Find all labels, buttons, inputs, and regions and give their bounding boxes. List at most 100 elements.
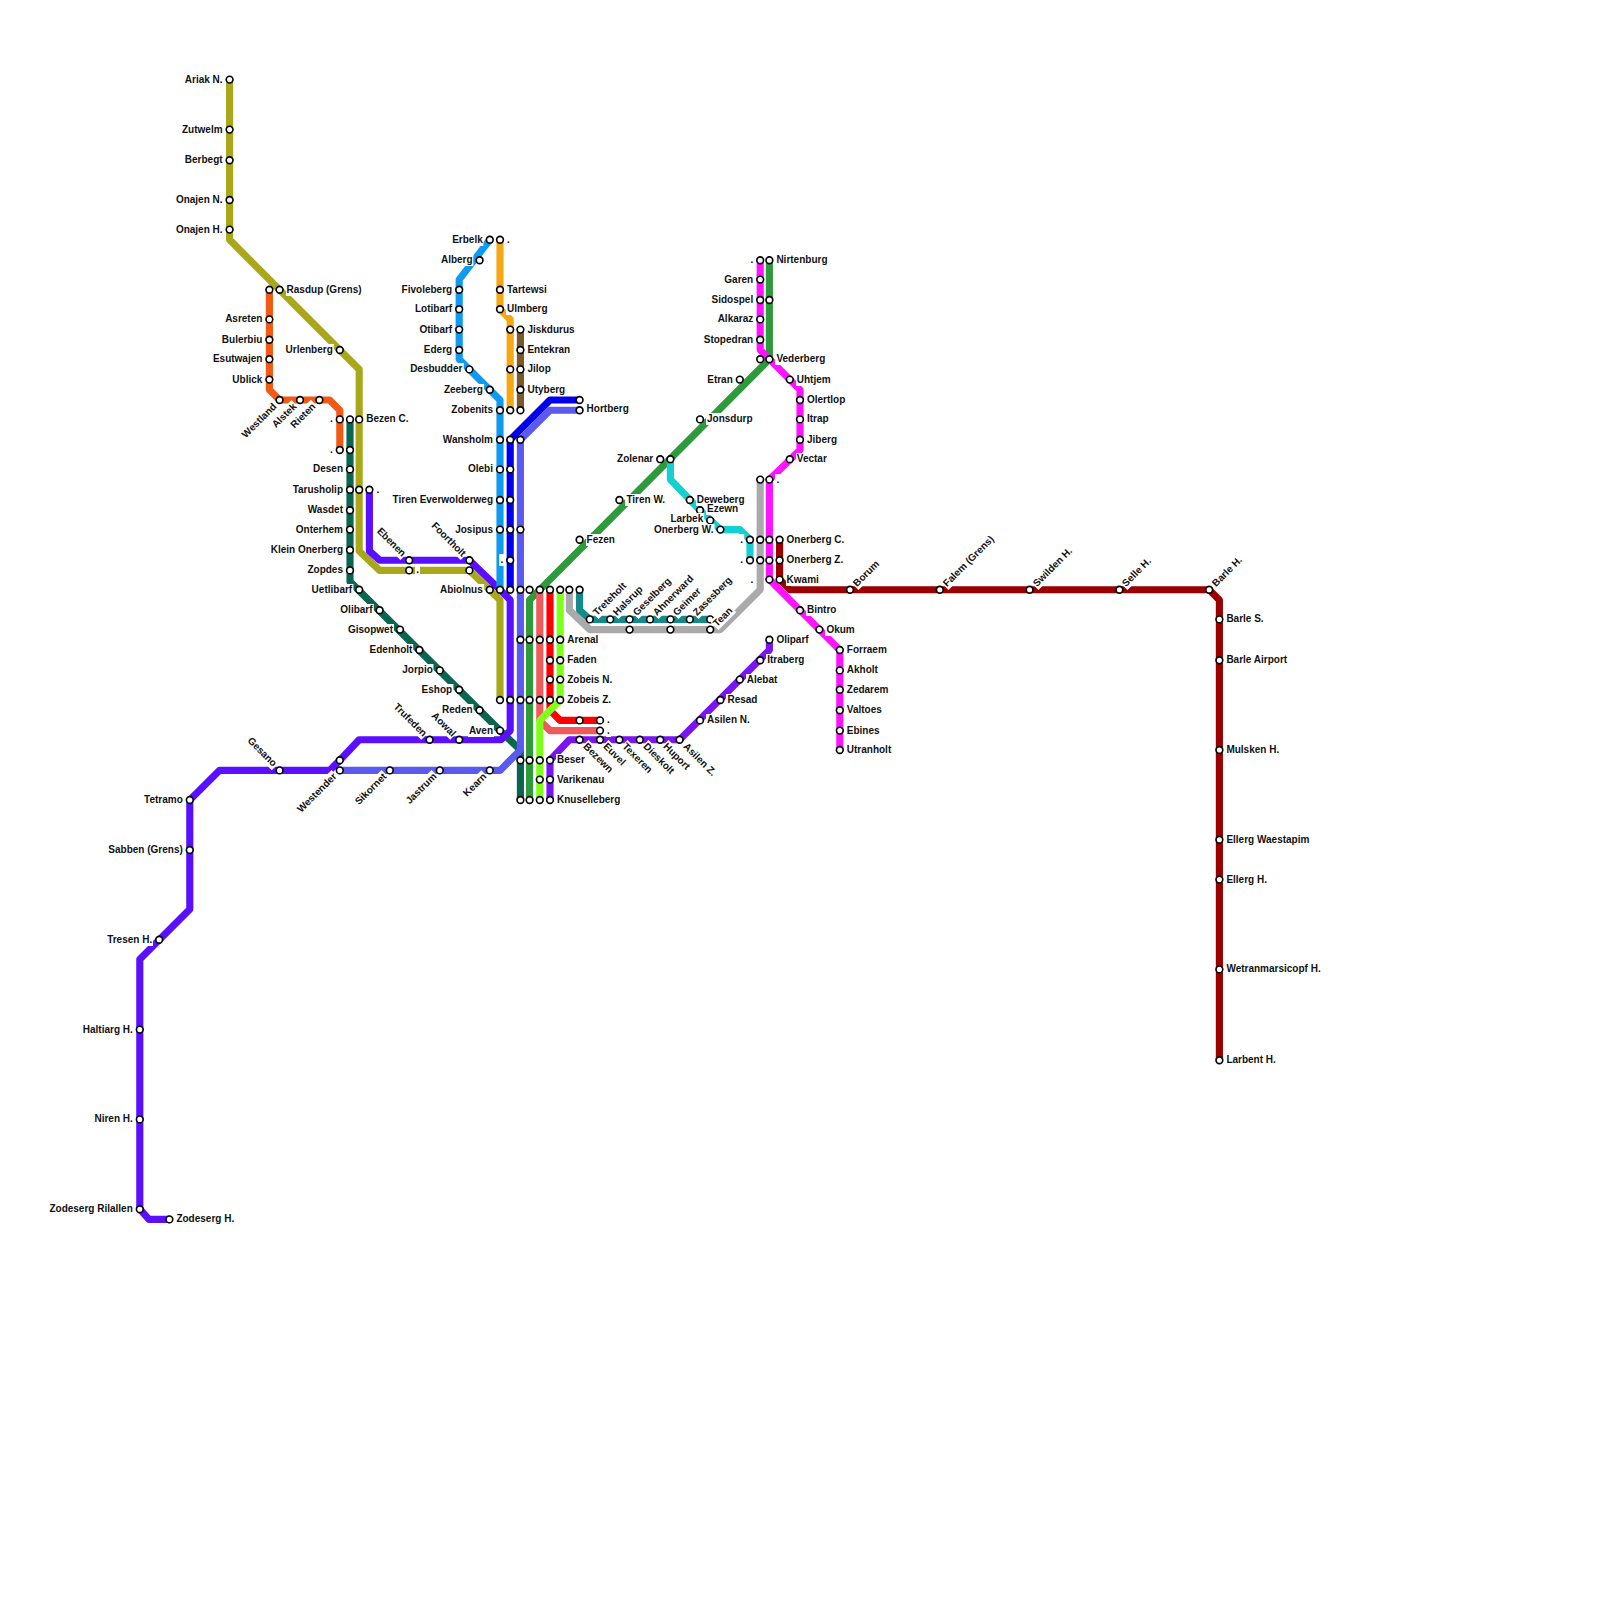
- station-dot: [557, 657, 564, 664]
- station-dot: [626, 616, 633, 623]
- station-label: Beser: [556, 754, 586, 766]
- station-label: Olibarf: [339, 604, 373, 616]
- station-label: Jilop: [526, 363, 551, 375]
- station-label: Selle H.: [1119, 554, 1154, 589]
- station-dot: [1216, 876, 1223, 883]
- station-label: .: [749, 574, 754, 586]
- station-dot: [497, 466, 504, 473]
- station-dot: [297, 397, 304, 404]
- station-dot: [156, 936, 163, 943]
- station-dot: [517, 407, 524, 414]
- station-dot: [356, 586, 363, 593]
- station-dot: [766, 476, 773, 483]
- station-dot: [636, 736, 643, 743]
- station-dot: [766, 257, 773, 264]
- station-dot: [576, 536, 583, 543]
- station-dot: [366, 486, 373, 493]
- station-dot: [747, 557, 754, 564]
- station-dot: [507, 466, 514, 473]
- station-label: Ebenen: [374, 525, 409, 560]
- station-dot: [436, 767, 443, 774]
- station-label: Tetramo: [143, 794, 184, 806]
- station-dot: [456, 306, 463, 313]
- station-dot: [526, 757, 533, 764]
- station-dot: [486, 386, 493, 393]
- station-label: Uhtjem: [796, 374, 832, 386]
- station-label: Stopedran: [703, 334, 754, 346]
- station-dot: [136, 1116, 143, 1123]
- station-label: Sikornet: [352, 770, 390, 808]
- station-label: Itraberg: [766, 654, 805, 666]
- station-label: Okum: [825, 624, 855, 636]
- station-dot: [1026, 586, 1033, 593]
- station-dot: [736, 376, 743, 383]
- station-dot: [657, 736, 664, 743]
- station-dot: [456, 736, 463, 743]
- station-dot: [507, 497, 514, 504]
- station-dot: [557, 676, 564, 683]
- station-label: Niren H.: [93, 1113, 133, 1125]
- station-dot: [797, 416, 804, 423]
- station-label: Lotibarf: [414, 303, 453, 315]
- station-dot: [707, 626, 714, 633]
- station-dot: [626, 626, 633, 633]
- station-dot: [547, 636, 554, 643]
- station-dot: [336, 767, 343, 774]
- station-dot: [836, 727, 843, 734]
- station-label: Bulerbiu: [221, 334, 264, 346]
- station-label: Tartewsi: [506, 284, 548, 296]
- station-dot: [616, 497, 623, 504]
- station-label: Zolenar: [616, 453, 654, 465]
- station-dot: [757, 276, 764, 283]
- station-dot: [776, 576, 783, 583]
- station-label: .: [329, 413, 334, 425]
- station-dot: [757, 476, 764, 483]
- station-label: Berbegt: [184, 154, 224, 166]
- station-dot: [667, 626, 674, 633]
- station-dot: [416, 647, 423, 654]
- station-label: Hortberg: [586, 403, 630, 415]
- station-label: Wasdet: [307, 504, 344, 516]
- station-dot: [766, 536, 773, 543]
- station-label: Tiren Everwolderweg: [392, 494, 494, 506]
- station-dot: [526, 586, 533, 593]
- station-label: Oliparf: [775, 634, 809, 646]
- station-dot: [536, 757, 543, 764]
- station-dot: [507, 586, 514, 593]
- station-dot: [717, 697, 724, 704]
- station-dot: [547, 757, 554, 764]
- station-dot: [517, 697, 524, 704]
- station-dot: [336, 757, 343, 764]
- station-dot: [1216, 836, 1223, 843]
- station-dot: [797, 397, 804, 404]
- station-dot: [576, 407, 583, 414]
- station-dot: [797, 436, 804, 443]
- station-dot: [406, 567, 413, 574]
- station-dot: [316, 397, 323, 404]
- station-label: .: [606, 725, 611, 737]
- station-label: Klein Onerberg: [270, 544, 344, 556]
- station-label: Sidospel: [711, 294, 755, 306]
- station-dot: [1216, 1057, 1223, 1064]
- station-dot: [276, 286, 283, 293]
- station-label: Mulsken H.: [1225, 744, 1280, 756]
- station-label: Reden: [441, 704, 474, 716]
- station-label: Faden: [566, 654, 597, 666]
- station-label: Jiskdurus: [526, 324, 575, 336]
- station-dot: [1216, 657, 1223, 664]
- station-dot: [676, 736, 683, 743]
- station-label: Swilden H.: [1030, 544, 1076, 590]
- station-dot: [497, 407, 504, 414]
- station-dot: [486, 236, 493, 243]
- station-label: .: [775, 474, 780, 486]
- station-dot: [697, 717, 704, 724]
- station-dot: [797, 607, 804, 614]
- station-label: Garen: [723, 274, 754, 286]
- station-dot: [717, 526, 724, 533]
- station-dot: [336, 347, 343, 354]
- station-label: Barle H.: [1209, 553, 1246, 590]
- station-label: Ederg: [423, 344, 453, 356]
- station-dot: [836, 707, 843, 714]
- station-dot: [456, 286, 463, 293]
